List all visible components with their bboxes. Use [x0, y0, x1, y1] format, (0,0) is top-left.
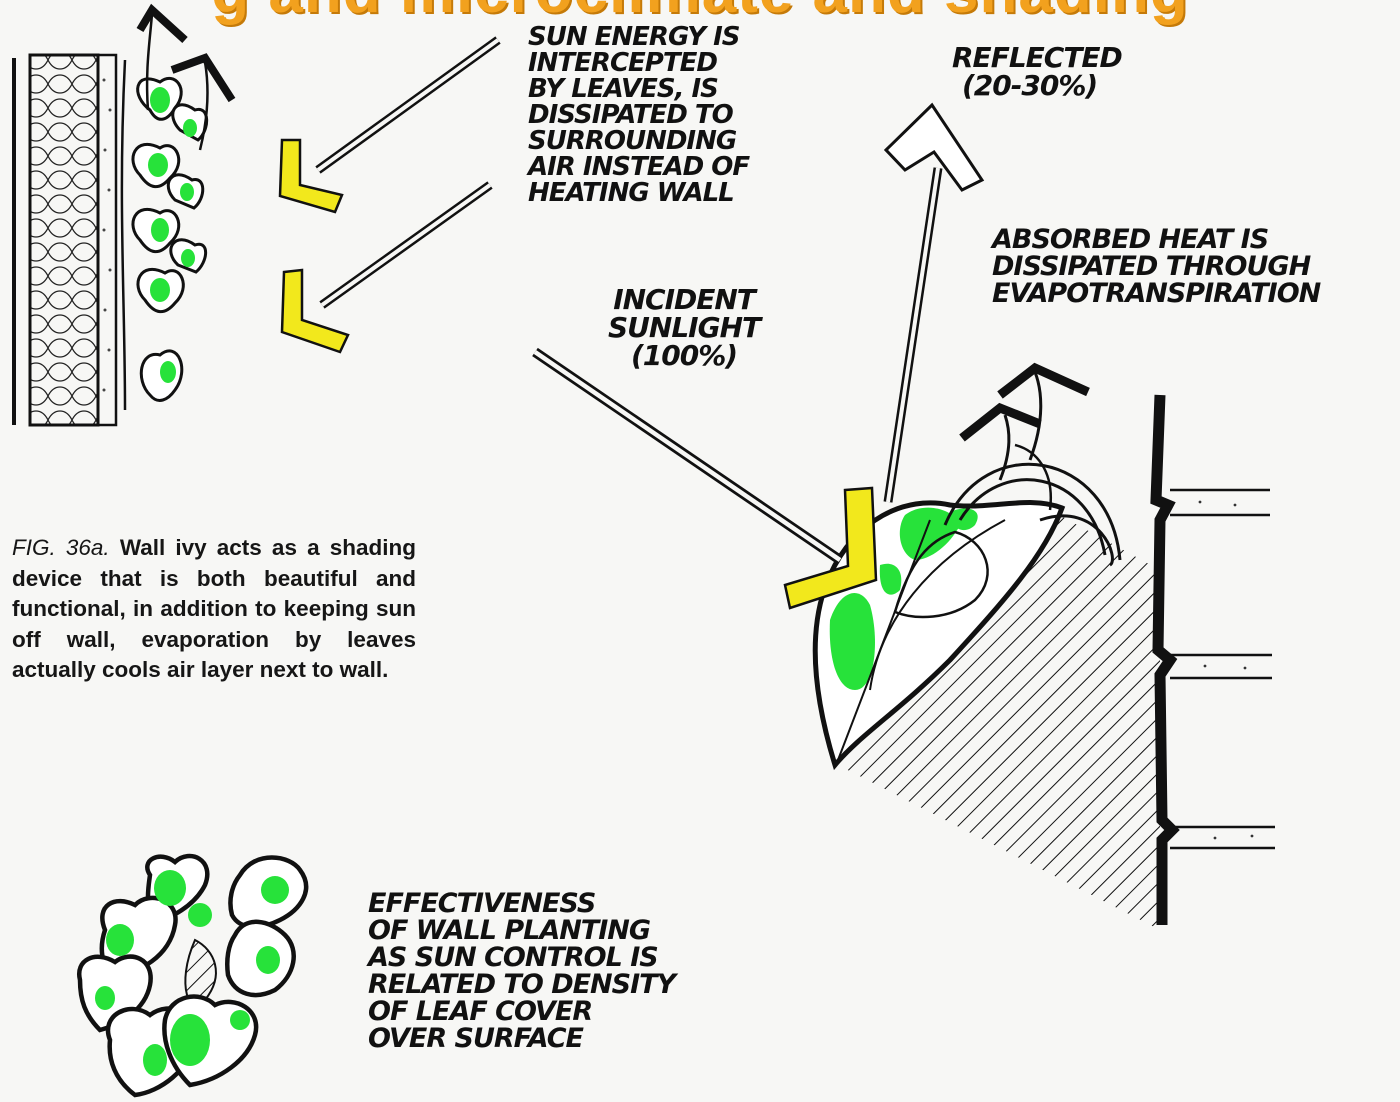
figure-caption: FIG. 36a. Wall ivy acts as a shading dev… [12, 533, 416, 686]
incident-sunlight-arrow [535, 352, 876, 608]
reflected-arrow [886, 105, 982, 502]
label-reflected: REFLECTED(20-30%) [952, 44, 1122, 100]
wall-elevation [1156, 395, 1275, 925]
figure-ref: FIG. 36a. [12, 535, 110, 560]
intercepted-sun-arrows [280, 40, 498, 352]
wall-section [14, 55, 116, 425]
wall-ivy-leaves [122, 60, 207, 410]
ivy-cluster [79, 856, 306, 1095]
